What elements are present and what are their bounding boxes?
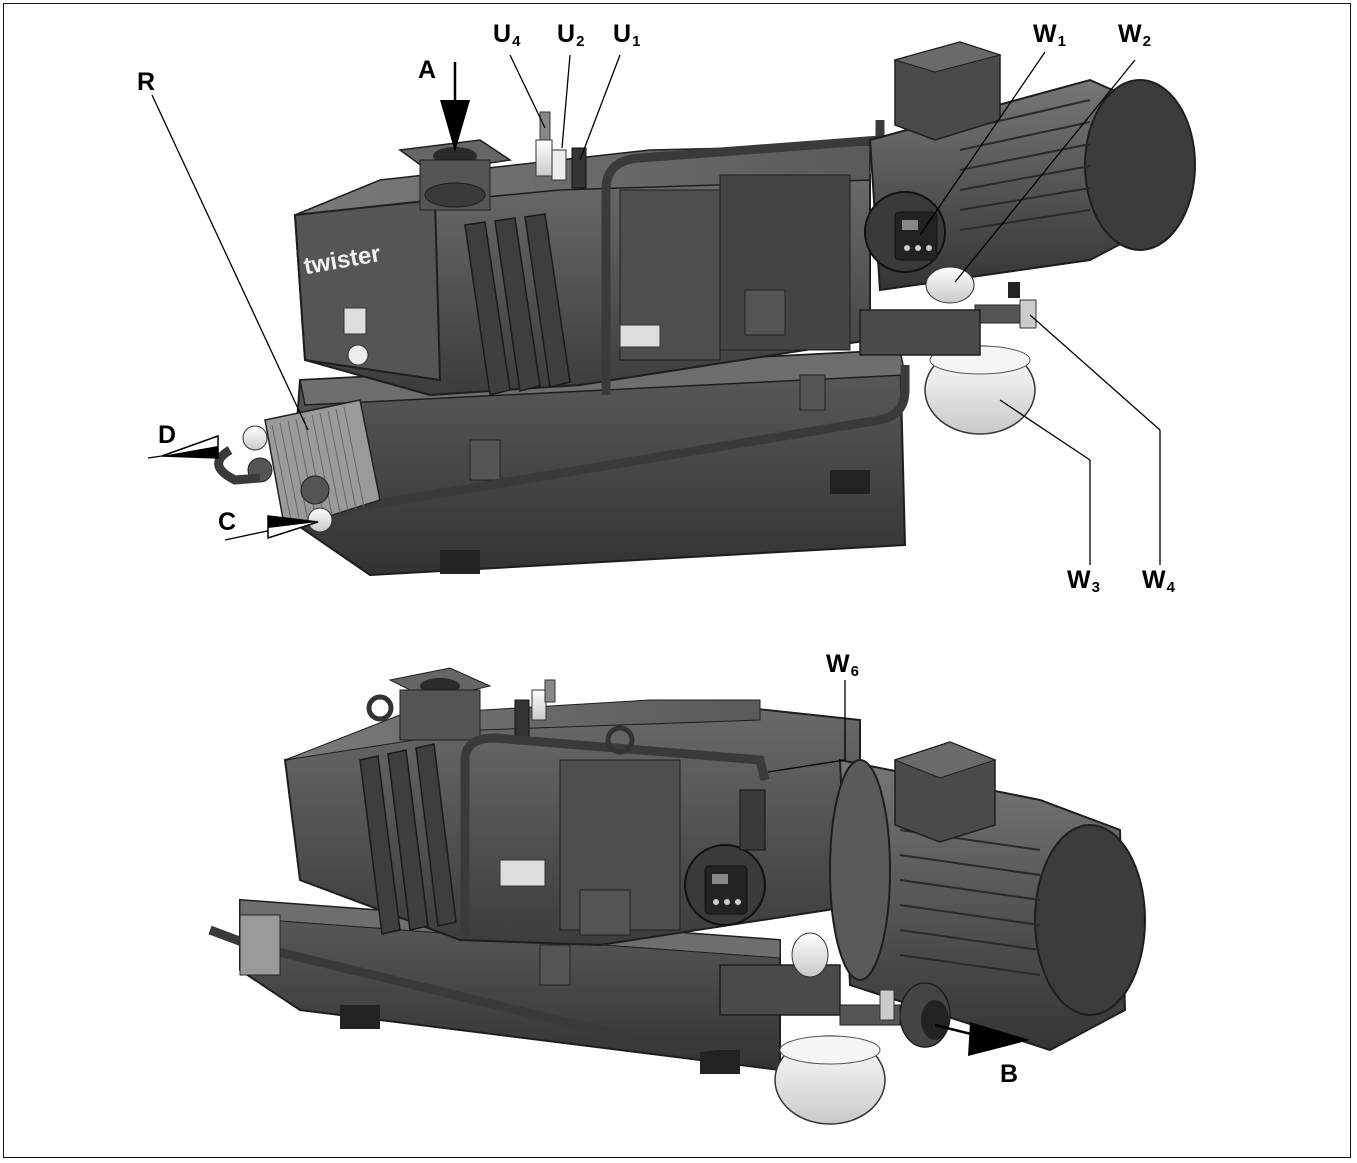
circulation-pump-bottom <box>684 844 766 926</box>
label-U4: U4 <box>493 20 521 50</box>
motor-bottom <box>829 741 1146 1052</box>
arrow-A <box>440 62 470 152</box>
inlet-flange-bottom <box>366 667 492 741</box>
label-U1: U1 <box>613 20 641 50</box>
label-W3: W3 <box>1067 566 1100 596</box>
label-R: R <box>137 68 156 96</box>
motor-top <box>868 41 1196 292</box>
arrow-D <box>161 434 219 459</box>
drain-valve-top <box>974 282 1037 329</box>
circulation-pump-top <box>864 191 946 273</box>
coolant-pipe-top <box>339 365 910 515</box>
coolant-pipe-bottom <box>208 925 761 1055</box>
expansion-tank-top <box>924 345 1036 435</box>
label-W1: W1 <box>1033 20 1066 50</box>
leader-U4 <box>509 54 546 129</box>
heat-exchanger-bottom <box>239 914 281 976</box>
pump-housing-bottom <box>283 699 861 947</box>
heat-exchanger <box>214 399 381 533</box>
outlet-pipe <box>839 982 951 1048</box>
label-W4: W4 <box>1142 566 1175 596</box>
leader-R <box>151 94 309 431</box>
handle-pipe-bottom <box>460 733 770 935</box>
sensors-bottom <box>514 679 556 741</box>
label-W6: W6 <box>826 650 859 680</box>
arrow-B <box>934 1022 1030 1056</box>
leader-U2 <box>561 54 571 149</box>
label-D: D <box>158 421 177 449</box>
leader-U1 <box>579 54 621 161</box>
expansion-tank-bottom <box>774 1035 886 1125</box>
label-W2: W2 <box>1118 20 1151 50</box>
inlet-flange <box>398 139 513 211</box>
arrow-C <box>267 515 319 540</box>
level-indicator <box>925 266 975 304</box>
handle-pipe-top <box>601 120 885 395</box>
label-U2: U2 <box>557 20 585 50</box>
base-frame-top <box>288 348 907 577</box>
pump-bottom-view <box>208 667 1146 1125</box>
label-C: C <box>218 508 237 536</box>
leader-W1 <box>919 51 1046 236</box>
label-B: B <box>1000 1060 1019 1088</box>
leader-W2 <box>954 59 1136 283</box>
label-A: A <box>418 56 437 84</box>
sensors-top <box>535 111 587 189</box>
pump-top-view: twister <box>214 41 1196 577</box>
